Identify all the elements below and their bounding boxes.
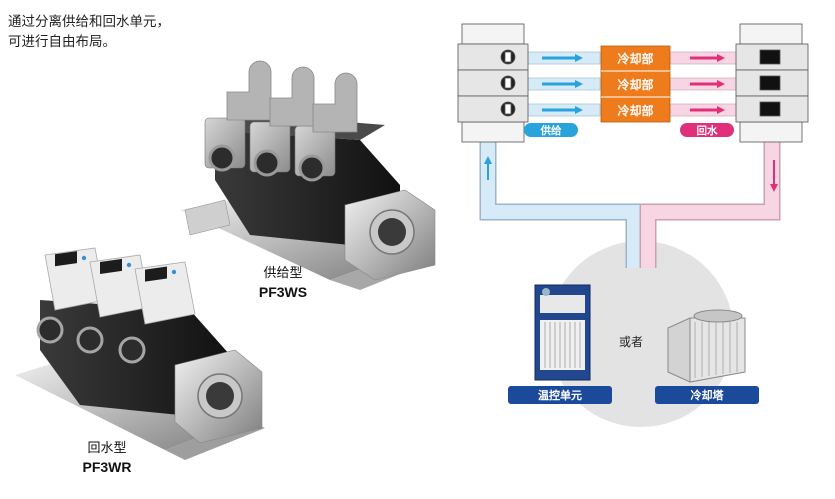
supply-product-label: 供给型 PF3WS <box>248 265 318 301</box>
supply-product-illustration <box>180 60 436 290</box>
return-product-name: 回水型 <box>87 441 127 456</box>
return-manifold-schematic <box>735 23 809 143</box>
cooling-label-3: 冷却部 <box>617 103 653 118</box>
supply-manifold-schematic <box>457 23 529 143</box>
chiller-illustration <box>534 284 591 381</box>
cooling-label-2: 冷却部 <box>617 77 653 92</box>
return-tag-label: 回水 <box>697 124 718 137</box>
return-product-model: PF3WR <box>82 459 132 475</box>
cooling-section: 冷却部 冷却部 冷却部 <box>600 45 671 123</box>
return-tag <box>680 123 734 137</box>
or-text: 或者 <box>619 335 643 349</box>
tower-label: 冷却塔 <box>691 388 725 402</box>
chiller-label: 温控单元 <box>538 388 582 402</box>
return-product-illustration <box>15 247 265 460</box>
supply-tag <box>524 123 578 137</box>
flow-lines <box>519 51 753 117</box>
caption-line-1: 通过分离供给和回水单元， <box>8 14 170 30</box>
pipe-network <box>479 140 781 268</box>
return-product-label: 回水型 PF3WR <box>72 440 142 476</box>
cooling-tower-illustration <box>667 309 746 383</box>
supply-tag-label: 供给 <box>540 124 562 137</box>
caption-line-2: 可进行自由布局。 <box>8 34 116 50</box>
supply-product-model: PF3WS <box>258 284 308 300</box>
tower-label-box <box>655 386 759 404</box>
supply-product-name: 供给型 <box>263 266 303 281</box>
chiller-label-box <box>508 386 612 404</box>
cooling-label-1: 冷却部 <box>617 51 653 66</box>
intro-caption: 通过分离供给和回水单元， 可进行自由布局。 <box>8 12 170 52</box>
